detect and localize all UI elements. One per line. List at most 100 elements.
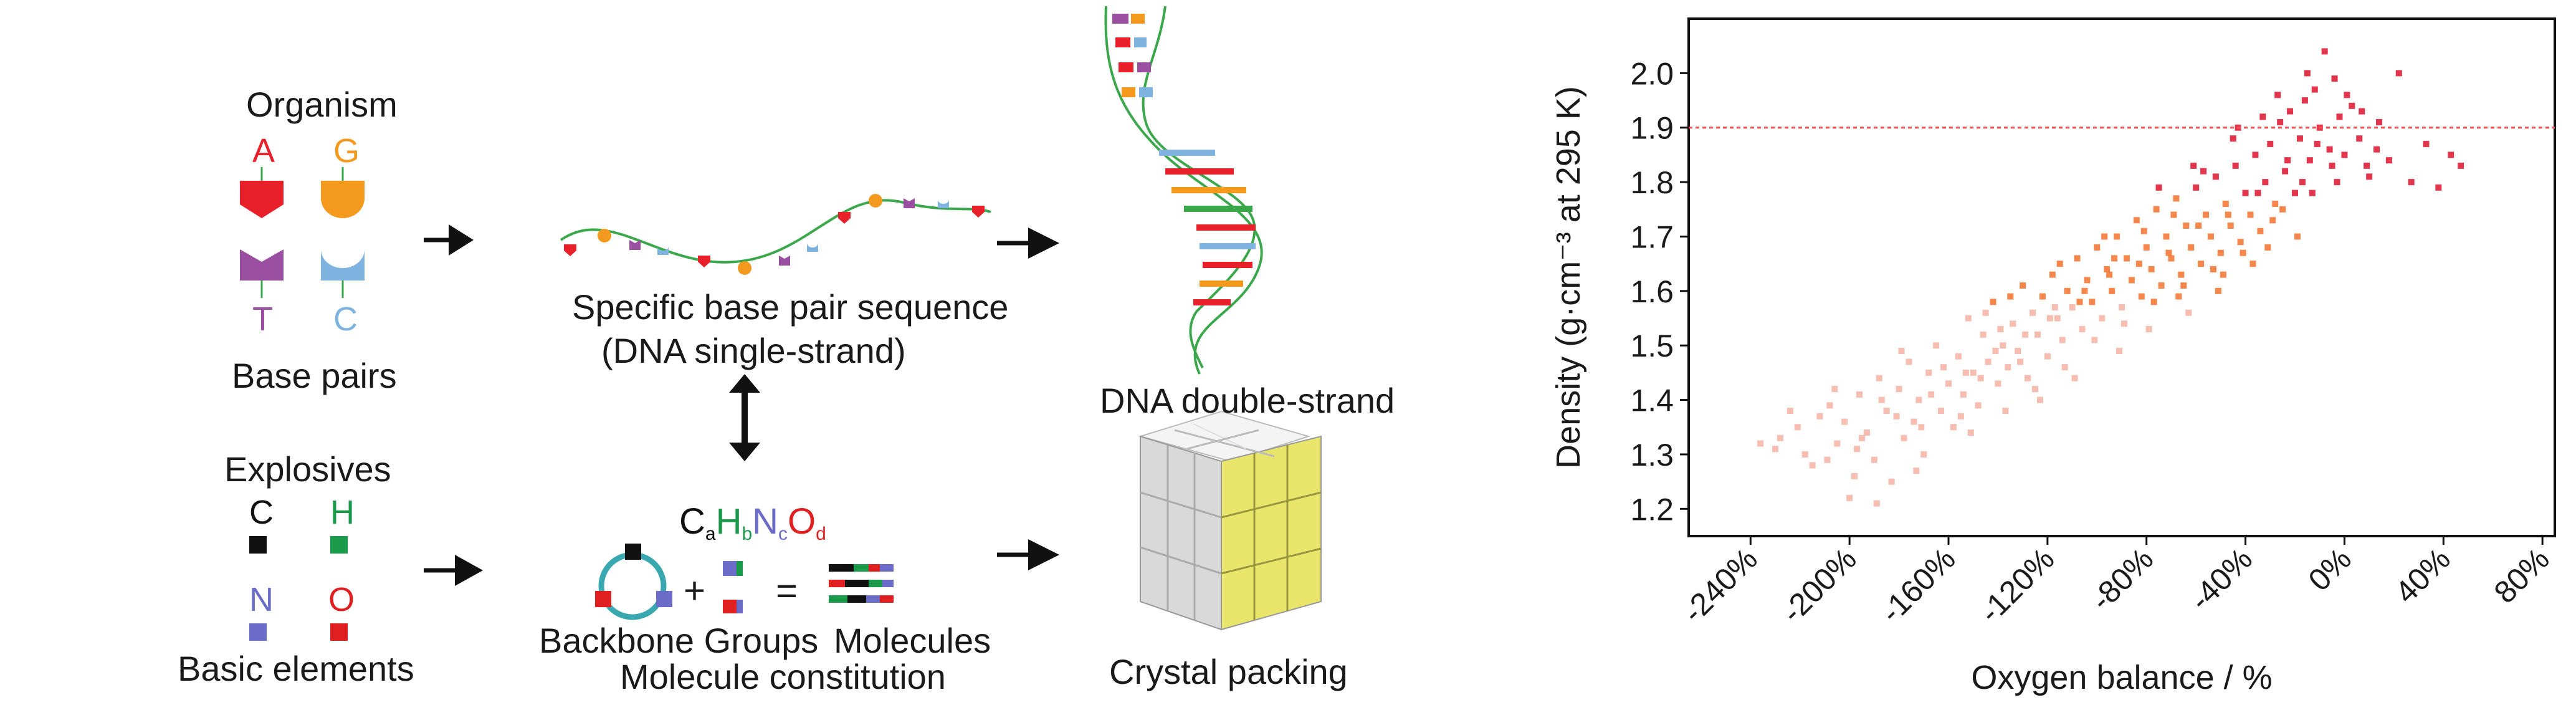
- data-point: [1831, 386, 1838, 393]
- data-point: [1915, 396, 1922, 403]
- x-tick-label: -40%: [2183, 541, 2259, 617]
- data-point: [2364, 162, 2370, 169]
- data-point: [2331, 75, 2338, 82]
- base-letter-t: T: [252, 300, 273, 338]
- data-point: [2145, 326, 2152, 332]
- data-point: [1992, 347, 1999, 354]
- x-axis-ticks: -240%-200%-160%-120%-80%-40%0%40%80%: [1676, 536, 2556, 630]
- data-point: [2180, 282, 2187, 289]
- data-point: [2158, 282, 2165, 289]
- data-point: [2165, 249, 2172, 256]
- base-pairs-label: Base pairs: [232, 356, 397, 395]
- base-letter-c: C: [333, 300, 358, 338]
- data-point: [2304, 70, 2311, 77]
- data-point: [2220, 271, 2226, 278]
- data-point: [1990, 299, 1996, 305]
- element-letter-h: H: [330, 494, 355, 531]
- x-axis-label: Oxygen balance / %: [1971, 659, 2272, 696]
- data-point: [1878, 396, 1885, 403]
- data-point: [2309, 189, 2316, 196]
- data-point: [2264, 244, 2271, 251]
- base-glyph-c: [321, 249, 365, 298]
- data-point: [1980, 331, 1987, 338]
- data-point: [2212, 173, 2219, 180]
- data-point: [1801, 451, 1808, 458]
- data-point: [2138, 293, 2145, 300]
- equals-sign: =: [776, 570, 798, 612]
- data-point: [1834, 440, 1841, 447]
- data-point: [2408, 179, 2415, 186]
- data-point: [2015, 347, 2021, 354]
- base-glyph-g: [321, 167, 365, 218]
- y-tick-label: 1.7: [1630, 219, 1674, 254]
- data-point: [2030, 309, 2036, 316]
- data-point: [2366, 173, 2373, 180]
- data-point: [2036, 396, 2043, 403]
- chart-svg: -240%-200%-160%-120%-80%-40%0%40%80% 1.2…: [1550, 17, 2556, 696]
- data-point: [2257, 228, 2264, 234]
- arrow-molecules-to-crystal: [997, 539, 1059, 570]
- y-tick-label: 1.3: [1630, 438, 1674, 473]
- data-point: [2448, 151, 2454, 158]
- data-point: [2168, 255, 2175, 262]
- data-point: [2344, 92, 2350, 98]
- data-point: [2000, 342, 2006, 349]
- data-point: [1918, 424, 1925, 431]
- group-icon: [723, 561, 743, 613]
- data-point: [1863, 429, 1870, 436]
- data-point: [2435, 184, 2442, 191]
- plus-sign: +: [684, 570, 706, 612]
- data-point: [2178, 271, 2185, 278]
- data-point: [1997, 326, 2004, 332]
- data-point: [2249, 261, 2256, 267]
- data-point: [2025, 375, 2031, 381]
- formula-d: d: [816, 524, 826, 544]
- data-point: [1883, 408, 1890, 415]
- data-point: [1826, 402, 1833, 409]
- data-point: [2076, 299, 2083, 305]
- arrow-organism-to-strand: [424, 224, 474, 256]
- formula-h: H: [715, 501, 742, 542]
- y-tick-label: 1.9: [1630, 111, 1674, 146]
- element-square-h: [330, 536, 348, 554]
- x-tick-label: 40%: [2388, 541, 2457, 610]
- data-point: [2079, 326, 2086, 332]
- data-point: [2341, 151, 2348, 158]
- data-point: [1876, 375, 1882, 381]
- data-point: [2262, 179, 2269, 186]
- x-tick-label: -240%: [1676, 541, 1764, 630]
- data-point: [2007, 293, 2014, 300]
- data-point: [2185, 309, 2192, 316]
- crystal-cube: [1138, 410, 1322, 631]
- base-letter-g: G: [333, 132, 360, 170]
- data-point: [1913, 468, 1920, 474]
- x-tick-label: -160%: [1874, 541, 1962, 630]
- data-point: [2104, 266, 2111, 272]
- data-point: [1933, 342, 1940, 349]
- arrow-elements-to-molecules: [424, 555, 483, 586]
- data-point: [2274, 92, 2281, 98]
- data-point: [1928, 391, 1935, 398]
- data-point: [2267, 140, 2274, 147]
- y-tick-label: 2.0: [1630, 56, 1674, 91]
- data-point: [2143, 244, 2150, 251]
- data-point: [2175, 293, 2182, 300]
- data-point: [2287, 108, 2294, 115]
- data-point: [2321, 48, 2328, 55]
- data-point: [1757, 440, 1764, 447]
- data-point: [2064, 287, 2071, 294]
- data-point: [2111, 255, 2118, 262]
- data-point: [2155, 184, 2162, 191]
- data-point: [2458, 162, 2464, 169]
- data-point: [2326, 146, 2333, 153]
- data-point: [1787, 408, 1793, 415]
- data-point: [1967, 429, 1974, 436]
- y-tick-label: 1.8: [1630, 165, 1674, 200]
- data-point: [2373, 146, 2380, 153]
- element-square-n: [249, 623, 267, 641]
- data-point: [1856, 391, 1863, 398]
- data-point: [2119, 304, 2125, 311]
- data-point: [2022, 331, 2029, 338]
- data-point: [2254, 189, 2261, 196]
- data-point: [2247, 211, 2254, 218]
